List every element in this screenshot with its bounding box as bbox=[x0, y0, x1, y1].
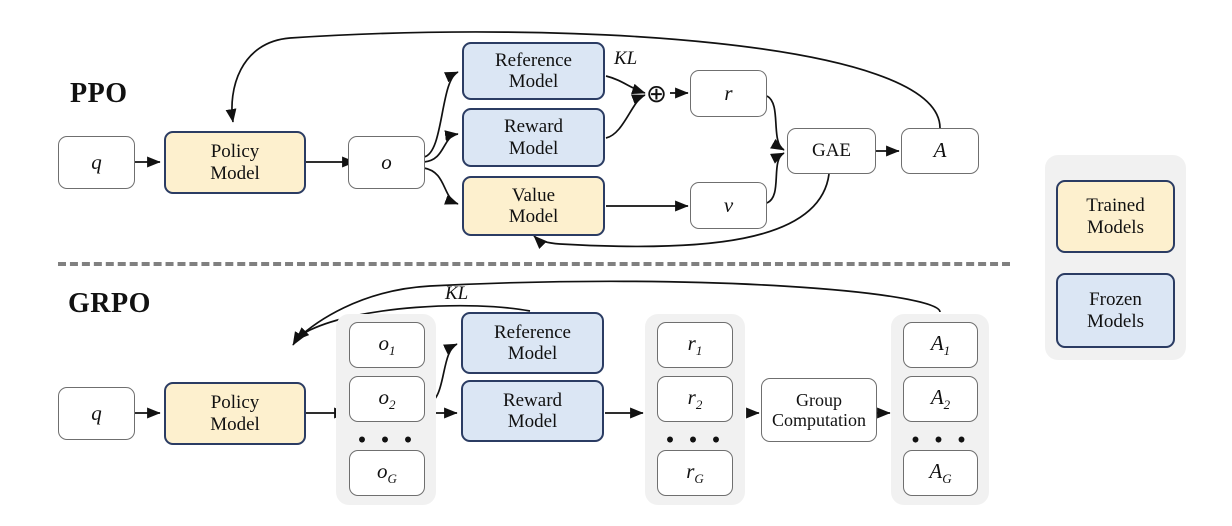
grpo-rewards-ellipsis: • • • bbox=[665, 427, 725, 454]
ppo-node-gae: GAE bbox=[787, 128, 876, 174]
grpo-node-advantage-1: A1 bbox=[903, 322, 978, 368]
edge-ppo-reward-to-plus bbox=[605, 94, 646, 139]
ppo-plus-icon: ⊕ bbox=[646, 79, 667, 108]
grpo-node-policy-model: Policy Model bbox=[164, 382, 306, 445]
ppo-node-value-model: Value Model bbox=[462, 176, 605, 236]
ppo-node-policy-model: Policy Model bbox=[164, 131, 306, 194]
edge-ppo-v-to-gae bbox=[766, 152, 785, 204]
edge-ppo-o-to-reward bbox=[423, 130, 459, 163]
grpo-node-reward-g: rG bbox=[657, 450, 733, 496]
grpo-node-output-2: o2 bbox=[349, 376, 425, 422]
ppo-label-kl: KL bbox=[614, 48, 638, 69]
ppo-node-output: o bbox=[348, 136, 425, 189]
grpo-advantages-ellipsis: • • • bbox=[911, 427, 970, 454]
grpo-outputs-ellipsis: • • • bbox=[357, 427, 417, 454]
grpo-node-advantage-2: A2 bbox=[903, 376, 978, 422]
ppo-node-query: q bbox=[58, 136, 135, 189]
edge-ppo-reference-to-plus bbox=[605, 75, 646, 95]
grpo-advantage-1-text: A1 bbox=[930, 330, 951, 358]
edge-ppo-o-to-value bbox=[423, 167, 459, 205]
section-divider bbox=[58, 262, 1010, 266]
grpo-node-output-1: o1 bbox=[349, 322, 425, 368]
grpo-node-reward-model: Reward Model bbox=[461, 380, 604, 442]
grpo-output-1-text: o1 bbox=[378, 330, 396, 358]
grpo-node-output-g: oG bbox=[349, 450, 425, 496]
ppo-node-reward-model: Reward Model bbox=[462, 108, 605, 167]
grpo-output-g-text: oG bbox=[377, 458, 397, 486]
legend-item-trained-models: Trained Models bbox=[1056, 180, 1175, 253]
ppo-node-reward-value: r bbox=[690, 70, 767, 117]
grpo-node-reference-model: Reference Model bbox=[461, 312, 604, 374]
page-title-ppo: PPO bbox=[70, 78, 128, 109]
grpo-label-kl: KL bbox=[445, 283, 469, 304]
ppo-node-advantage: A bbox=[901, 128, 979, 174]
edge-ppo-r-to-gae bbox=[766, 95, 785, 151]
grpo-reward-2-text: r2 bbox=[687, 384, 703, 412]
page-title-grpo: GRPO bbox=[68, 288, 151, 319]
grpo-advantage-2-text: A2 bbox=[930, 384, 951, 412]
grpo-node-reward-1: r1 bbox=[657, 322, 733, 368]
grpo-reward-g-text: rG bbox=[686, 458, 704, 486]
grpo-output-2-text: o2 bbox=[378, 384, 396, 412]
ppo-node-value-estimate: v bbox=[690, 182, 767, 229]
edge-ppo-o-to-reference bbox=[423, 71, 459, 158]
grpo-node-reward-2: r2 bbox=[657, 376, 733, 422]
grpo-advantage-g-text: AG bbox=[929, 458, 952, 486]
grpo-node-group-computation: Group Computation bbox=[761, 378, 877, 442]
ppo-node-reference-model: Reference Model bbox=[462, 42, 605, 100]
grpo-node-advantage-g: AG bbox=[903, 450, 978, 496]
legend-item-frozen-models: Frozen Models bbox=[1056, 273, 1175, 348]
grpo-node-query: q bbox=[58, 387, 135, 440]
grpo-reward-1-text: r1 bbox=[687, 330, 703, 358]
